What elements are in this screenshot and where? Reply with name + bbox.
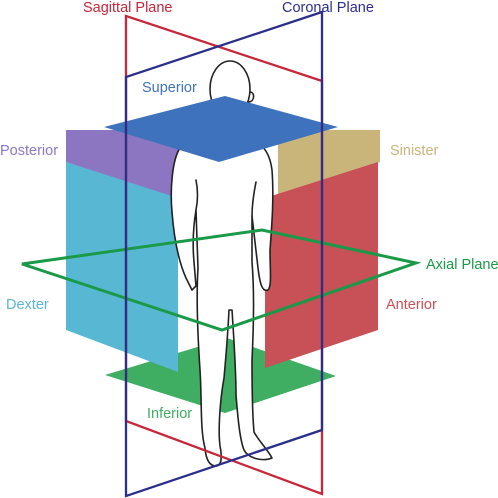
superior-label: Superior (142, 80, 197, 96)
sagittal-plane-label: Sagittal Plane (83, 0, 172, 16)
ear (248, 91, 255, 103)
arm-crease-left (195, 179, 199, 211)
sinister-face (278, 130, 380, 198)
dexter-face (66, 162, 178, 372)
axial-plane-outline (21, 228, 422, 332)
anterior-label: Anterior (386, 297, 437, 313)
posterior-face (66, 130, 178, 200)
superior-face (104, 96, 338, 162)
axial-plane-label: Axial Plane (426, 257, 498, 273)
inferior-label: Inferior (147, 406, 192, 422)
coronal-plane-outline (124, 10, 324, 498)
arm-crease-right (251, 181, 257, 217)
coronal-plane-label: Coronal Plane (282, 0, 374, 16)
dexter-label: Dexter (6, 297, 49, 313)
posterior-label: Posterior (0, 143, 58, 159)
sinister-label: Sinister (390, 143, 439, 159)
